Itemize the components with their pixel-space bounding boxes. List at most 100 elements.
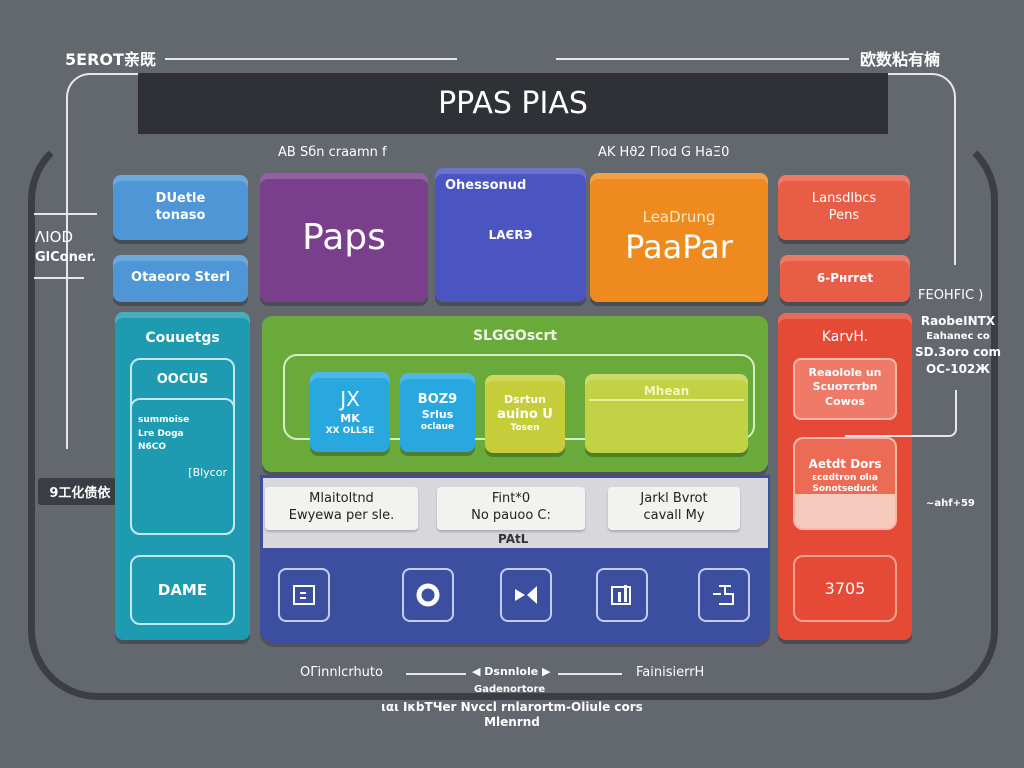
divider — [556, 58, 849, 60]
note-line: ιαι ΙκbTЧer Nvccl rnlarortm-Oliule cors — [381, 700, 643, 714]
text-line: SD.3oro com — [915, 344, 1001, 359]
card-text: Ewyewa per sle. — [288, 507, 395, 523]
box-text: Lansdlbcs — [811, 191, 877, 207]
divider — [406, 673, 466, 675]
orange-box[interactable]: LeaDrung PaaPar — [590, 173, 768, 302]
side-small-label: ~ahf+59 — [926, 498, 975, 509]
box-title: Paps — [302, 217, 386, 258]
box-text: Reaolole un — [808, 366, 882, 379]
box-text: XX OLLSE — [325, 425, 375, 436]
box-title: Ohessonud — [445, 178, 527, 193]
box-text: Pens — [828, 207, 860, 223]
lime-box[interactable]: Mhean — [585, 374, 748, 453]
right-bracket-line — [880, 73, 956, 265]
box-text: DAME — [157, 581, 208, 599]
box-title: Mhean — [643, 384, 690, 398]
coral-box-2[interactable]: 6-Pнrret — [780, 255, 910, 302]
footer-sub: Gadenortore — [474, 684, 546, 695]
blue-box-2[interactable]: Otaeoro Sterl — [113, 255, 248, 302]
text-line: N6CO — [138, 442, 167, 452]
divider — [589, 399, 744, 401]
box-title: JX — [340, 387, 360, 411]
column-title: KarvH. — [821, 329, 869, 345]
box-text: Dsrtun — [503, 393, 547, 407]
footer-right: FainisierrH — [636, 665, 705, 680]
divider — [34, 213, 97, 215]
box-text: Tosen — [510, 423, 540, 434]
box-subtitle: LeaDrung — [642, 208, 716, 227]
card-text: cavall My — [643, 507, 705, 523]
side-label: GlConer. — [35, 250, 97, 265]
play-split-icon[interactable] — [500, 568, 552, 622]
box-text: Srlus — [421, 408, 454, 422]
header-left-label: 5EROT亲既 — [65, 50, 156, 69]
box-text: Scuoтстbn — [812, 380, 878, 394]
panel-title: SLGGOscrt — [472, 328, 558, 344]
document-icon[interactable] — [278, 568, 330, 622]
text-line: RaobeΙΝΤΧ — [920, 314, 996, 328]
box-text: Otaeoro Sterl — [131, 270, 230, 286]
box-text: tonaso — [155, 207, 206, 223]
box-text: 6-Pнrret — [816, 271, 874, 285]
page-title: PPAS PIAS — [438, 86, 588, 121]
box-text: 3705 — [824, 579, 866, 598]
box-text: ɛcαdtron ơlıa — [812, 472, 878, 483]
card-text: Mlaitoltnd — [309, 491, 374, 506]
box-text: auino U — [497, 407, 553, 423]
indigo-box[interactable]: Ohessonud LAЄRЭ — [435, 168, 586, 302]
connector-line — [845, 390, 957, 437]
divider — [34, 277, 84, 279]
card-text: Jarkl Bvrot — [640, 491, 708, 506]
title-bar: PPAS PIAS — [138, 73, 888, 134]
record-icon[interactable] — [402, 568, 454, 622]
divider — [558, 673, 622, 675]
teal-inner-panel[interactable]: OOCUS summoise Lre Doga N6CO [Blycor — [130, 358, 235, 535]
panel-title: OOCUS — [156, 372, 209, 387]
text-line: Eahanec co — [926, 330, 990, 342]
teal-bottom-box[interactable]: DAME — [130, 555, 235, 625]
outer-frame — [28, 130, 998, 700]
text-line: summoise — [138, 415, 190, 425]
left-bracket-line — [66, 73, 146, 449]
teal-inner-box: summoise Lre Doga N6CO [Blycor — [130, 398, 235, 535]
strip-label: PAtL — [498, 532, 529, 546]
box-text: MK — [340, 412, 360, 425]
divider — [165, 58, 457, 60]
subtitle-left: ΑΒ Sбn craamn f — [278, 145, 387, 160]
box-text: Sonotseduck — [812, 484, 878, 495]
flow-icon[interactable] — [698, 568, 750, 622]
text-line: Lre Doga — [138, 428, 184, 439]
box-text: oclaue — [420, 421, 455, 432]
footer-center: ◀ Dsnnlole ▶ — [472, 665, 551, 678]
box-text: LAЄRЭ — [488, 227, 533, 242]
subtitle-right: ΑΚ Ηϑ2 Γlod G HaΞ0 — [598, 145, 730, 160]
footer-left: OΓinnlcrhuto — [300, 665, 383, 680]
card-text: Fint*0 — [491, 491, 531, 506]
text-line: OC-102Ж — [925, 361, 990, 376]
box-text: DUetle — [155, 191, 206, 207]
box-text: Aetdt Dors — [808, 457, 882, 471]
red-bottom-box[interactable]: 3705 — [793, 555, 897, 622]
header-right-label: 欧数粘有楠 — [860, 50, 941, 69]
column-title: Couuetgs — [145, 330, 220, 346]
chart-icon[interactable] — [596, 568, 648, 622]
box-title: PaaPar — [625, 227, 733, 266]
card-text: No pauoo C: — [471, 507, 551, 523]
side-label: ΛIOD — [35, 228, 74, 246]
box-text: Cowos — [825, 394, 865, 408]
purple-box[interactable]: Paps — [260, 173, 428, 302]
box-title: BOZ9 — [417, 391, 458, 407]
tag-text: [Blycor — [188, 466, 227, 479]
